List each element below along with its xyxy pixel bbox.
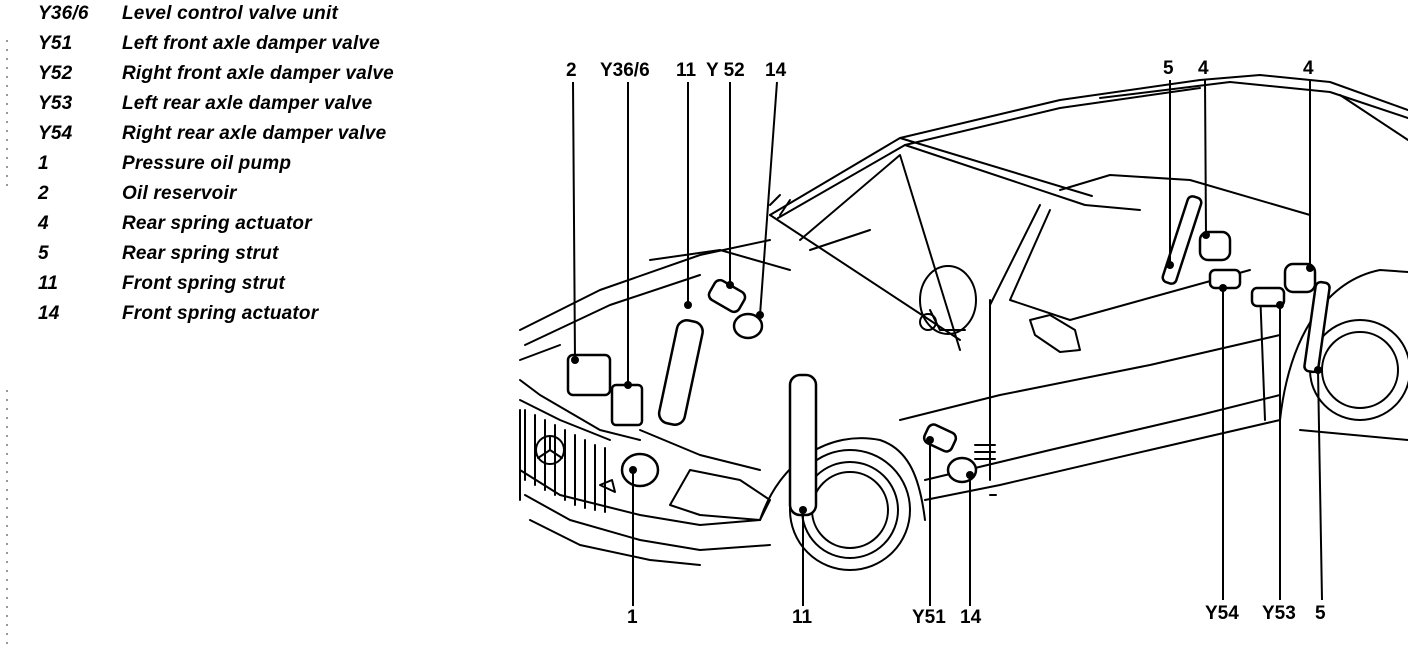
- legend-description: Rear spring strut: [122, 243, 279, 264]
- callout-11-bottom: 11: [792, 607, 813, 628]
- callout-1: 1: [627, 607, 638, 628]
- callout-5-bottom: 5: [1315, 603, 1326, 624]
- legend-code: Y53: [38, 93, 73, 114]
- callout-y54: Y54: [1205, 603, 1239, 624]
- level-control-valve-unit: [610, 383, 644, 427]
- legend-code: 4: [38, 213, 49, 234]
- legend-description: Front spring actuator: [122, 303, 319, 324]
- rear-spring-strut-left: [1161, 195, 1203, 285]
- scan-artifact: [6, 40, 8, 190]
- legend-description: Oil reservoir: [122, 183, 237, 204]
- legend-code: 1: [38, 153, 49, 174]
- legend-code: Y36/6: [38, 3, 89, 24]
- callout-14-bottom: 14: [960, 607, 982, 628]
- leader-lines: [572, 79, 1323, 606]
- callout-y36-6: Y36/6: [600, 60, 650, 81]
- callout-4-right: 4: [1303, 58, 1314, 79]
- rear-spring-strut-right: [1303, 280, 1331, 374]
- legend-description: Level control valve unit: [122, 3, 338, 24]
- legend-code: 14: [38, 303, 60, 324]
- legend-code: Y52: [38, 63, 73, 84]
- legend-code: Y54: [38, 123, 73, 144]
- legend-code: Y51: [38, 33, 73, 54]
- callout-11-top: 11: [676, 60, 697, 81]
- callout-4-left: 4: [1198, 58, 1209, 79]
- legend-description: Rear spring actuator: [122, 213, 312, 234]
- front-spring-actuator-right: [732, 312, 764, 340]
- components: [566, 195, 1331, 517]
- legend-description: Front spring strut: [122, 273, 285, 294]
- legend-description: Left rear axle damper valve: [122, 93, 373, 114]
- callout-y51: Y51: [912, 607, 946, 628]
- pressure-oil-pump: [620, 452, 660, 488]
- legend-description: Right front axle damper valve: [122, 63, 394, 84]
- left-front-damper-valve: [922, 423, 958, 453]
- callout-y53: Y53: [1262, 603, 1296, 624]
- front-spring-strut-left: [657, 319, 704, 426]
- front-spring-strut-right: [788, 373, 818, 517]
- callout-14-top: 14: [765, 60, 787, 81]
- left-rear-damper-valve: [1250, 286, 1286, 308]
- car-body-outline: [519, 74, 1408, 571]
- callout-y52: Y 52: [706, 60, 745, 81]
- legend-description: Pressure oil pump: [122, 153, 292, 174]
- callout-5-top: 5: [1163, 58, 1174, 79]
- oil-reservoir: [566, 353, 612, 397]
- legend-description: Right rear axle damper valve: [122, 123, 387, 144]
- scan-artifact: [6, 390, 8, 650]
- legend-code: 2: [38, 183, 49, 204]
- callout-2: 2: [566, 60, 577, 81]
- leader-dots: [571, 231, 1322, 514]
- legend-code: 11: [38, 273, 59, 294]
- rear-spring-actuator-left: [1198, 230, 1232, 262]
- legend-code: 5: [38, 243, 49, 264]
- legend-description: Left front axle damper valve: [122, 33, 380, 54]
